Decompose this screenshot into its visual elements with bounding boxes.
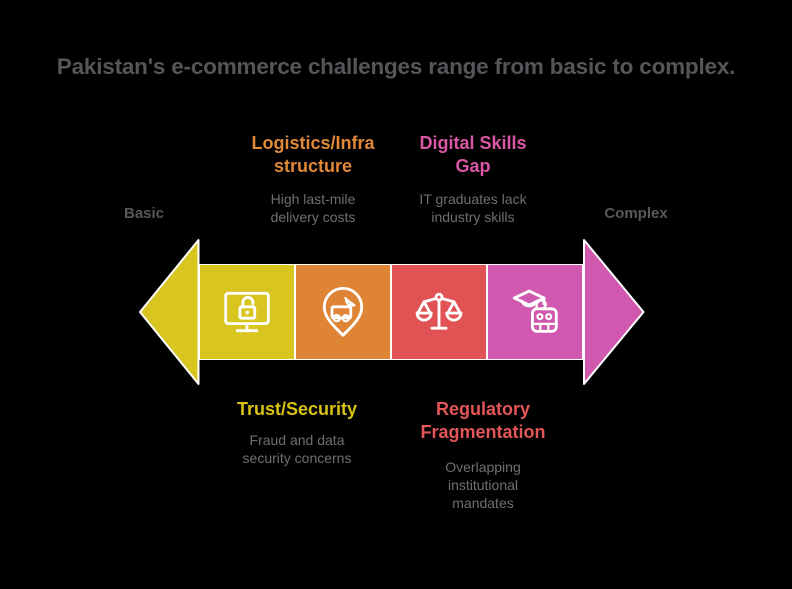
scales-icon [415,292,462,330]
label-digital-skills-gap: Digital Skills Gap [419,132,526,178]
label-line: structure [273,156,353,176]
cap-robot-icon [512,289,558,333]
label-line: Trust/Security [236,399,358,419]
description-line: institutional [447,477,519,493]
description-line: security concerns [242,450,352,466]
description-line: delivery costs [270,209,356,225]
label-logistics-infrastructure: Logistics/Infra structure [251,132,374,178]
description-regulatory-fragmentation: Overlapping institutional mandates [445,458,521,512]
arrow-left-head [139,239,200,385]
monitor-unlock-icon [223,291,270,332]
segment-trust-security [198,263,295,360]
description-logistics-infrastructure: High last-mile delivery costs [271,190,356,226]
scale-label-basic: Basic [123,205,165,222]
label-line: Logistics/Infra [251,133,375,153]
segment-logistics-infrastructure [294,263,391,360]
label-line: Regulatory [435,399,531,419]
label-line: Gap [455,156,491,176]
pin-truck-icon [322,286,363,337]
scale-label-complex: Complex [604,205,668,222]
description-line: Overlapping [445,459,521,475]
description-line: mandates [452,495,514,511]
page-title: Pakistan's e-commerce challenges range f… [56,54,736,79]
segment-regulatory-fragmentation [390,263,487,360]
label-trust-security: Trust/Security [237,398,357,421]
arrow-right-head [583,239,645,385]
description-trust-security: Fraud and data security concerns [243,431,352,467]
description-line: industry skills [431,209,515,225]
label-regulatory-fragmentation: Regulatory Fragmentation [420,398,545,444]
label-line: Fragmentation [420,422,546,442]
description-digital-skills-gap: IT graduates lack industry skills [419,190,526,226]
description-line: Fraud and data [249,432,345,448]
label-line: Digital Skills [419,133,527,153]
description-line: High last-mile [270,191,356,207]
description-line: IT graduates lack [419,191,527,207]
segment-digital-skills-gap [486,263,583,360]
